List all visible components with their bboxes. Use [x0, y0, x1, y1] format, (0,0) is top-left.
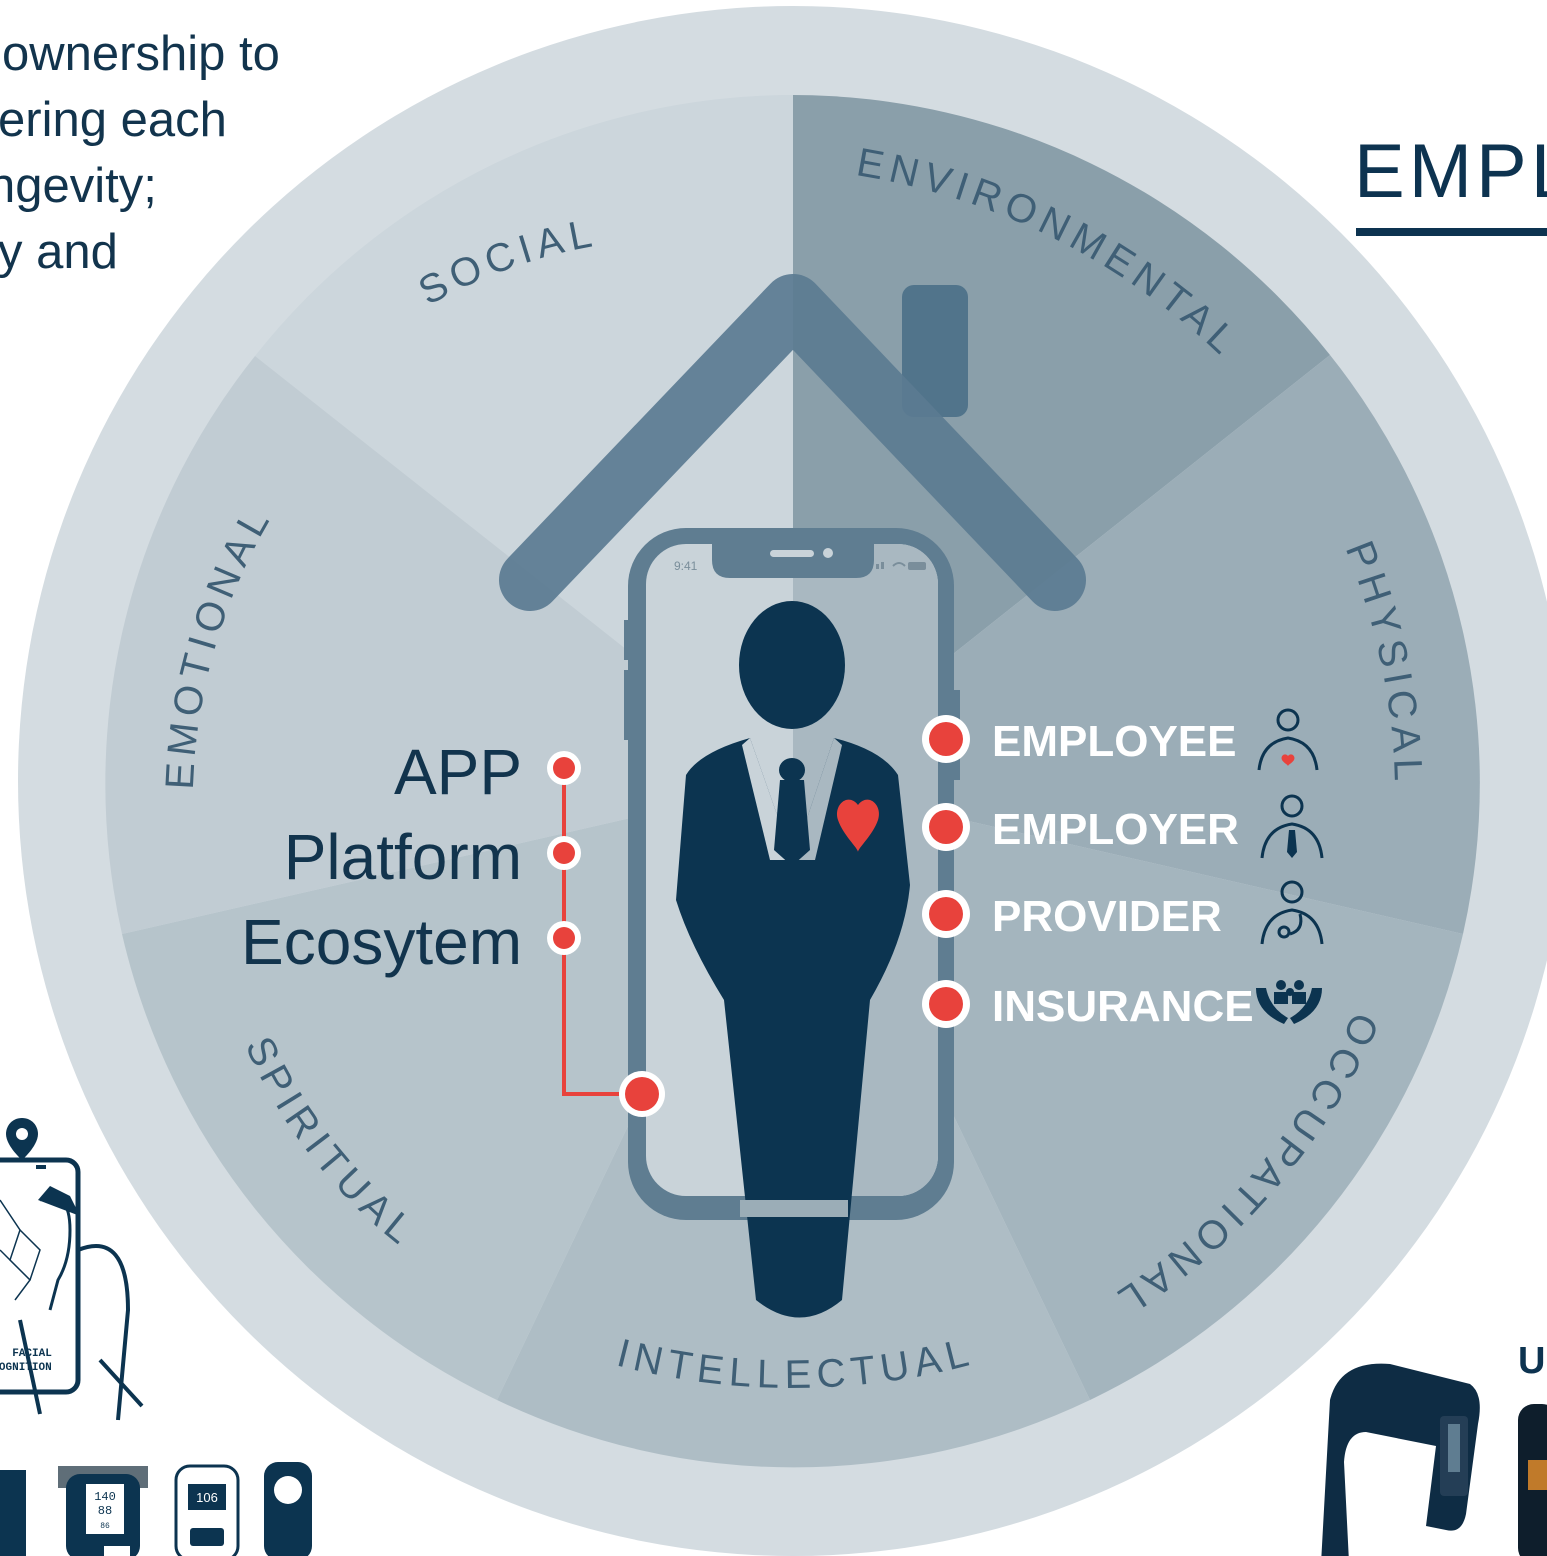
pulse-oximeter-icon — [264, 1462, 312, 1556]
stack-connector-line — [562, 768, 640, 1096]
svg-text:106: 106 — [196, 1490, 218, 1505]
stakeholder-label: PROVIDER — [992, 892, 1222, 941]
stakeholder-list: EMPLOYEE EMPLOYER PROVIDER — [922, 708, 1324, 1031]
employee-heart-icon — [1257, 708, 1319, 771]
intro-line: ownership to — [2, 27, 280, 81]
stakeholder-label: EMPLOYER — [992, 805, 1239, 854]
stakeholder-label: INSURANCE — [992, 982, 1254, 1031]
heading-underline — [1356, 228, 1547, 236]
segment-physical — [793, 355, 1480, 934]
stack-label-ecosystem: Ecosytem — [241, 906, 522, 978]
facial-recognition-illustration: FACIAL COGNITION — [0, 1118, 144, 1421]
svg-text:COGNITION: COGNITION — [0, 1362, 52, 1374]
segment-emotional — [105, 356, 794, 934]
intro-line: y and — [0, 225, 118, 279]
svg-text:86: 86 — [100, 1522, 110, 1531]
blood-pressure-monitor-icon: 140 88 86 — [58, 1466, 148, 1556]
intro-line: ngevity; — [0, 159, 157, 213]
glucose-meter-icon: 106 — [174, 1464, 240, 1556]
stakeholder-insurance: INSURANCE — [922, 980, 1322, 1031]
phone-clock: 9:41 — [674, 559, 698, 573]
svg-text:88: 88 — [98, 1504, 112, 1518]
stakeholder-provider: PROVIDER — [922, 880, 1324, 945]
stakeholder-employer: EMPLOYER — [922, 794, 1324, 859]
wheel-segments — [105, 95, 1480, 1468]
phone-status-icons — [876, 562, 926, 570]
stakeholder-employee: EMPLOYEE — [922, 708, 1319, 771]
employer-tie-icon — [1260, 794, 1324, 859]
intro-line: ering each — [0, 93, 227, 147]
stack-label-platform: Platform — [284, 821, 522, 893]
businessman-figure — [676, 601, 910, 1318]
insurance-family-hands-icon — [1256, 980, 1322, 1024]
stack-label-app: APP — [394, 736, 522, 808]
heart-icon — [837, 799, 879, 852]
side-heading: EMPL — [1354, 129, 1547, 214]
side-label: U — [1518, 1340, 1546, 1382]
provider-stethoscope-icon — [1260, 880, 1324, 945]
stakeholder-label: EMPLOYEE — [992, 717, 1237, 766]
segment-occupational — [793, 781, 1463, 1400]
svg-text:140: 140 — [94, 1490, 116, 1504]
svg-text:FACIAL: FACIAL — [12, 1348, 52, 1360]
wearables — [1321, 1363, 1547, 1556]
house-roof-icon — [499, 274, 1086, 611]
segment-spiritual — [122, 781, 793, 1400]
device-scale — [0, 1470, 26, 1556]
fitness-band-icon — [1321, 1363, 1480, 1556]
stack-markers — [547, 751, 665, 1117]
smartwatch-icon — [1518, 1404, 1547, 1556]
health-devices: 140 88 86 106 — [0, 1462, 312, 1556]
